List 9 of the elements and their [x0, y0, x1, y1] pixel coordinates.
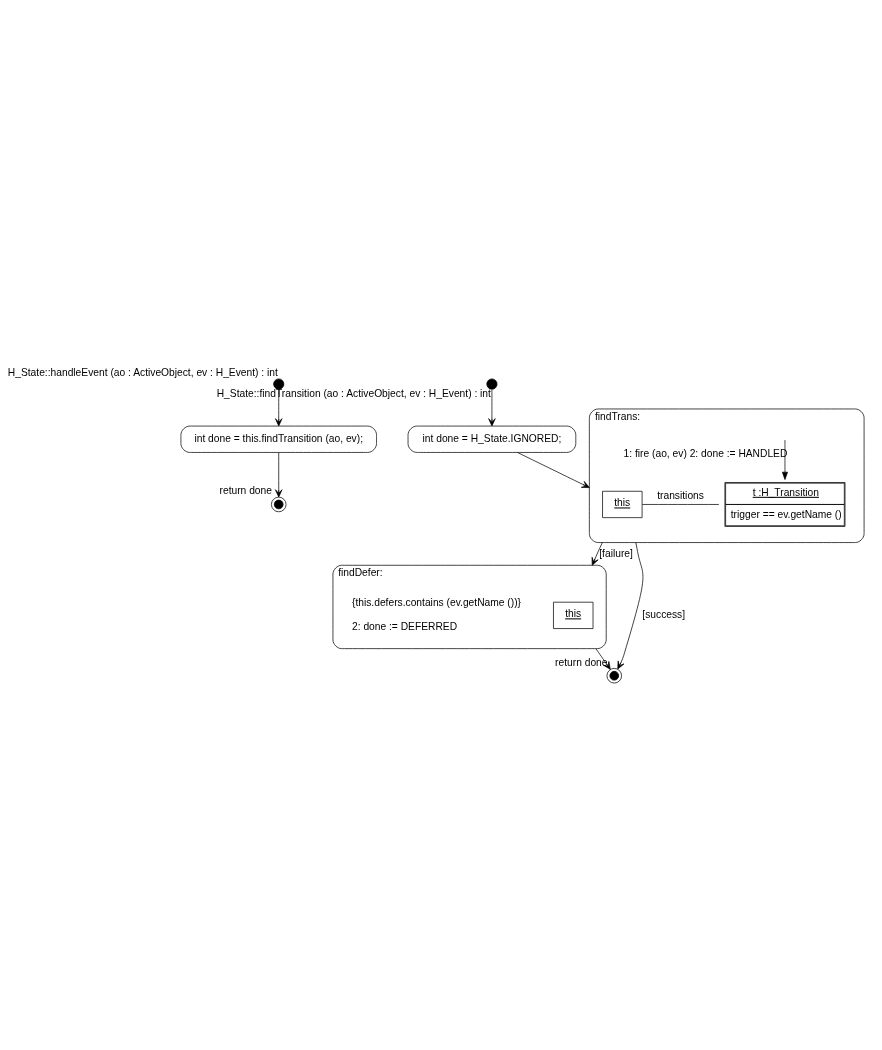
edge-label: 1: fire (ao, ev) 2: done := HANDLED	[623, 447, 788, 459]
node-text: {this.defers.contains (ev.getName ())} 2: done := DEFERRED	[351, 596, 521, 632]
node-label: H_State::handleEvent (ao : ActiveObject, ev : H_Event) : int	[7, 366, 278, 378]
edge-label: [success]	[642, 608, 686, 620]
node-label: return done	[555, 656, 608, 668]
node-label: return done	[219, 484, 272, 496]
edge-label: [failure]	[599, 547, 633, 559]
edge-label: transitions	[657, 489, 704, 501]
node-label: H_State::findTransition (ao : ActiveObject, ev : H_Event) : int	[216, 387, 491, 399]
